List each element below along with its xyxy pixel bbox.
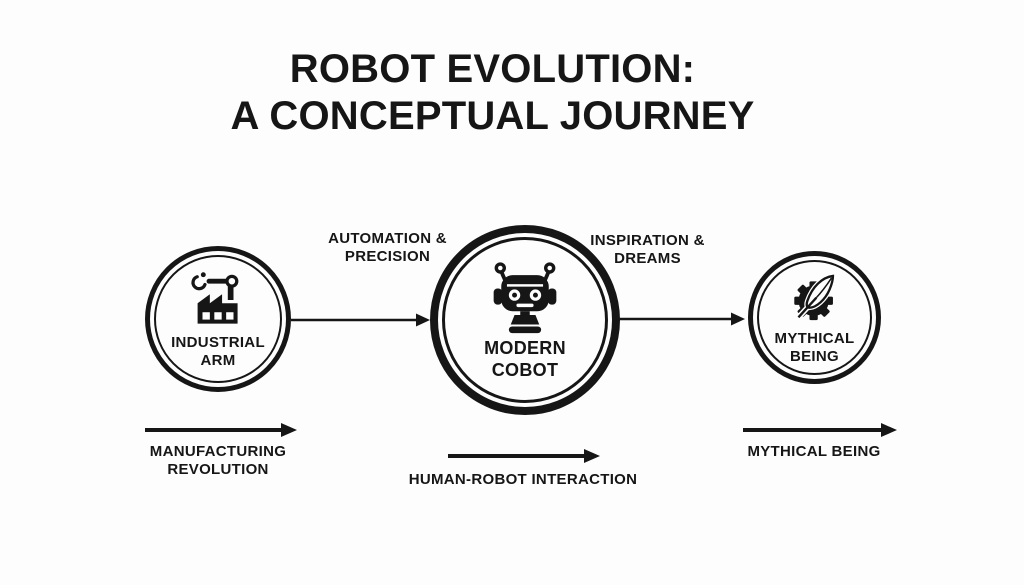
title-line-1: ROBOT EVOLUTION: <box>289 47 696 91</box>
node-mythical-being-label: MYTHICAL BEING <box>774 330 855 365</box>
node-industrial-arm-inner-ring: INDUSTRIAL ARM <box>154 255 282 383</box>
node-industrial-arm-label: INDUSTRIAL ARM <box>171 333 265 369</box>
flow-label-manufacturing-revolution: MANUFACTURING REVOLUTION <box>149 443 287 479</box>
node-modern-cobot: MODERN COBOT <box>430 225 620 415</box>
robot-head-icon <box>493 262 557 334</box>
flow-arrow-manufacturing-revolution <box>145 423 297 437</box>
page-title: ROBOT EVOLUTION: A CONCEPTUAL JOURNEY <box>0 46 985 140</box>
connector-label-inspiration-dreams: INSPIRATION & DREAMS <box>590 232 705 268</box>
title-line-2: A CONCEPTUAL JOURNEY <box>230 94 755 139</box>
connector-arrow-cobot-to-mythical <box>618 312 745 326</box>
connector-arrow-industrial-to-cobot <box>291 313 430 327</box>
node-mythical-being-inner-ring: MYTHICAL BEING <box>757 260 872 375</box>
flow-label-human-robot-interaction: HUMAN-ROBOT INTERACTION <box>408 471 638 488</box>
flow-arrow-human-robot-interaction <box>448 449 600 463</box>
node-mythical-being: MYTHICAL BEING <box>748 251 881 384</box>
node-modern-cobot-inner-ring: MODERN COBOT <box>442 237 608 403</box>
node-modern-cobot-label: MODERN COBOT <box>484 337 566 380</box>
node-industrial-arm: INDUSTRIAL ARM <box>145 246 291 392</box>
flow-arrow-mythical-being <box>743 423 897 437</box>
gear-feather-icon <box>793 273 835 321</box>
connector-label-automation-precision: AUTOMATION & PRECISION <box>328 230 447 266</box>
factory-robotic-arm-icon <box>191 271 239 324</box>
flow-label-mythical-being: MYTHICAL BEING <box>747 443 881 460</box>
